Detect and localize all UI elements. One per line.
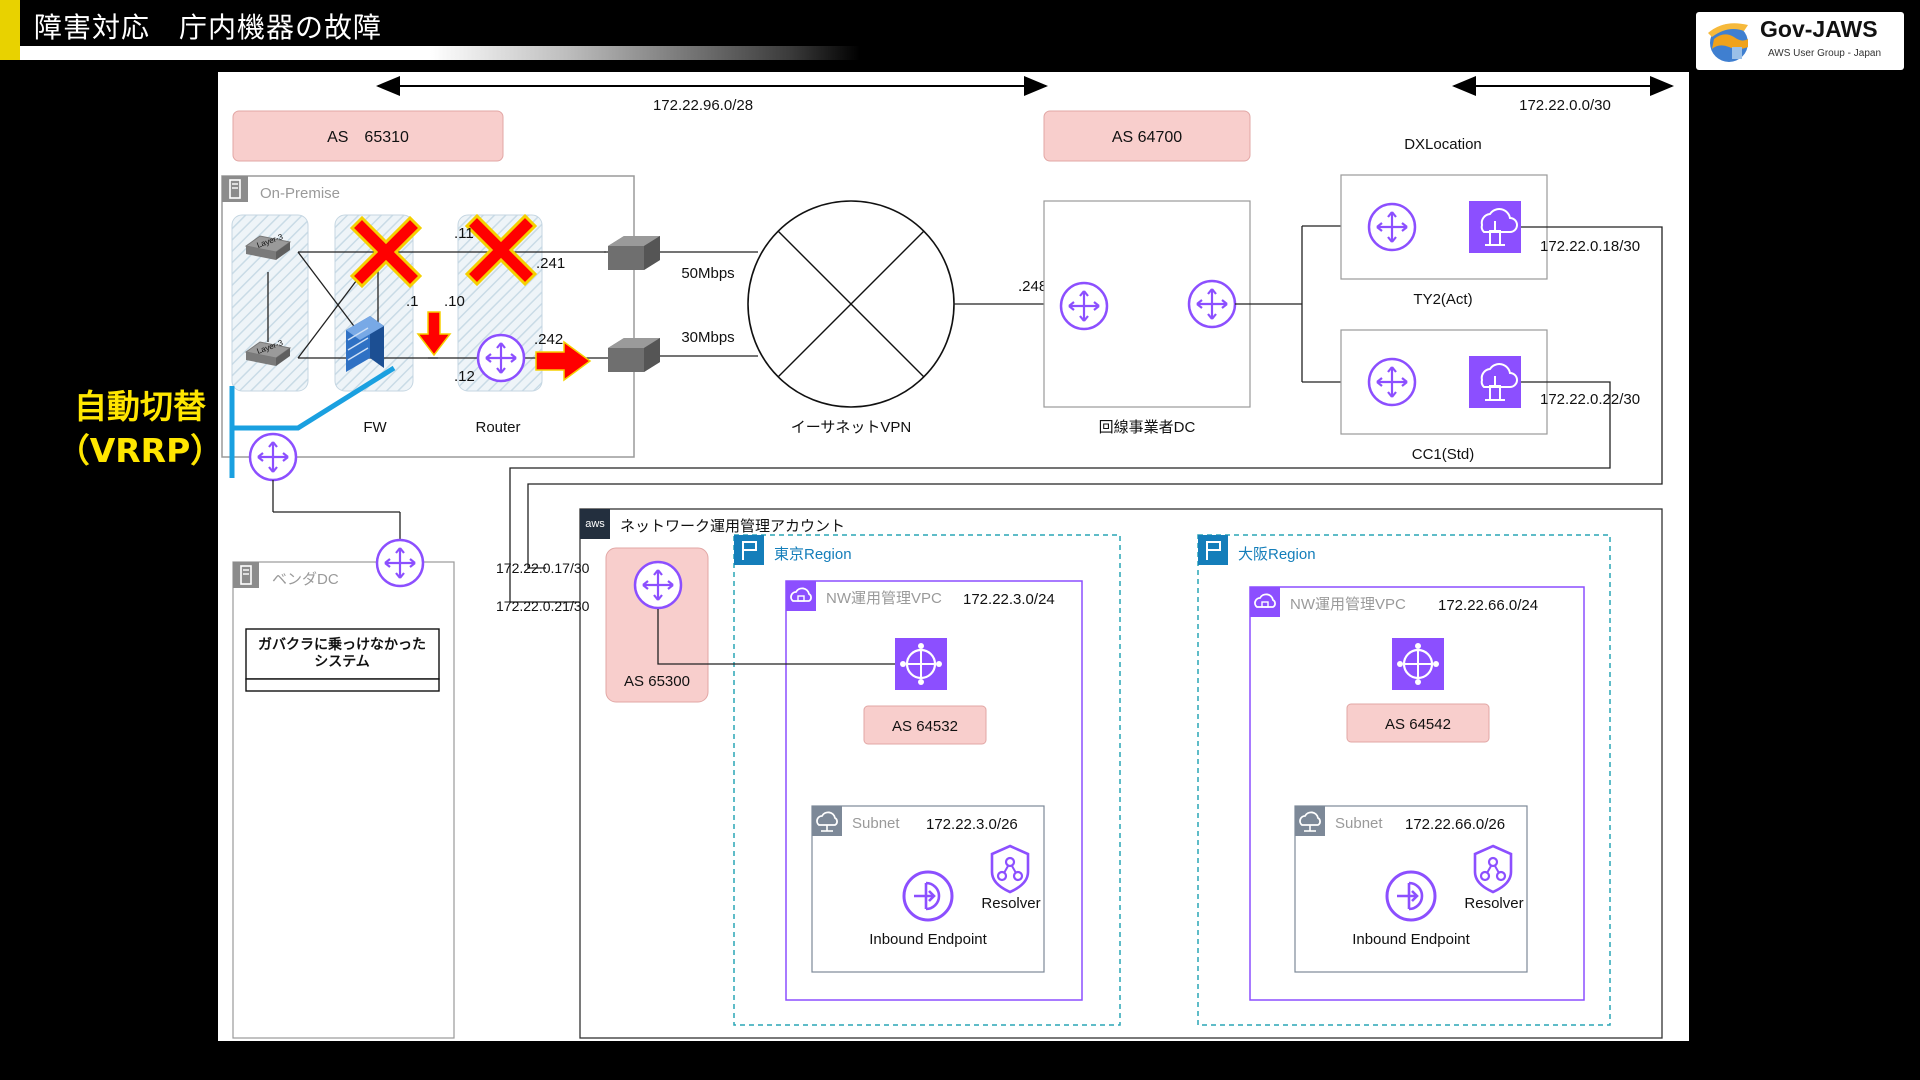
dx-cc1-label: CC1(Std) [1412, 446, 1475, 463]
as-carrier-label: AS 64700 [1112, 129, 1182, 146]
callout-line-1: 自動切替 [74, 387, 206, 426]
globe-logo-icon [1708, 23, 1748, 62]
header-background [20, 0, 860, 46]
carrier-dc-label: 回線事業者DC [1099, 419, 1196, 436]
failover-right-arrow-icon [535, 340, 592, 382]
as-carrier-box [1043, 110, 1251, 162]
gov-jaws-logo: Gov-JAWS AWS User Group - Japan [1696, 12, 1904, 70]
vendor-dc-title: ベンダDC [272, 571, 339, 588]
dx-ty2-ip-label: 172.22.0.18/30 [1540, 238, 1640, 255]
ip-1-label: .1 [406, 293, 419, 310]
ethernet-vpn-label: イーサネットVPN [791, 419, 912, 436]
osaka-endpoint-label: Inbound Endpoint [1352, 931, 1470, 948]
router-label: Router [475, 419, 520, 436]
legacy-system-line: システム [314, 653, 370, 669]
as-onprem-box [232, 110, 504, 162]
ethernet-vpn-cloud [747, 200, 955, 408]
legacy-system-footer [245, 678, 440, 692]
vrrp-callout: 自動切替 （VRRP） [55, 385, 225, 473]
fw-label: FW [363, 419, 387, 436]
onprem-server-icon [221, 175, 249, 203]
header-accent-bar [0, 0, 20, 60]
bandwidth-50-label: 50Mbps [681, 265, 734, 282]
osaka-as-label: AS 64542 [1385, 716, 1451, 733]
osaka-vpc-box [1249, 586, 1585, 1001]
vrrp-failover-line [229, 365, 396, 478]
dx-subnet-label: 172.22.0.0/30 [1519, 97, 1611, 114]
logo-name: Gov-JAWS [1760, 16, 1878, 42]
carrier-router-1-icon [1059, 281, 1109, 331]
onprem-title: On-Premise [260, 185, 340, 202]
carrier-router-2-icon [1187, 279, 1237, 329]
tokyo-vpc-cidr: 172.22.3.0/24 [963, 591, 1055, 608]
network-diagram: 172.22.96.0/28 172.22.0.0/30 AS 65310 AS… [221, 76, 1674, 1039]
vendor-router-icon [375, 538, 425, 588]
tokyo-resolver-label: Resolver [981, 895, 1040, 912]
tokyo-vpc-box [785, 580, 1083, 1001]
tokyo-subnet-title: Subnet [852, 815, 900, 832]
tokyo-vpc-icon [785, 580, 817, 612]
bandwidth-30-label: 30Mbps [681, 329, 734, 346]
osaka-subnet-icon [1294, 805, 1326, 837]
tokyo-region-title: 東京Region [774, 546, 852, 563]
osaka-region-flag-icon [1197, 534, 1229, 566]
aws-edge-as-label: AS 65300 [624, 673, 690, 690]
ip-12-label: .12 [454, 368, 475, 385]
osaka-resolver-label: Resolver [1464, 895, 1523, 912]
osaka-vpc-cidr: 172.22.66.0/24 [1438, 597, 1538, 614]
dx-ty2-router-icon [1367, 202, 1417, 252]
dx-ty2-directconnect-icon [1468, 200, 1522, 254]
legacy-system-box [245, 628, 440, 680]
dx-to-aws-links [509, 226, 1663, 603]
l3-switch-group [231, 214, 309, 392]
osaka-as-box [1346, 703, 1490, 743]
dx-cc1-directconnect-icon [1468, 355, 1522, 409]
callout-line-2: （VRRP） [56, 431, 224, 470]
osaka-vpc-icon [1249, 586, 1281, 618]
dx-ty2-label: TY2(Act) [1413, 291, 1472, 308]
edge-to-tokyo-tgw-link [657, 609, 918, 665]
aws-account-title: ネットワーク運用管理アカウント [620, 518, 845, 535]
vpn-subnet-label: 172.22.96.0/28 [653, 97, 753, 114]
ip-241-label: .241 [536, 255, 565, 272]
osaka-subnet-cidr: 172.22.66.0/26 [1405, 816, 1505, 833]
tokyo-transit-gateway-icon [893, 636, 949, 692]
aws-ip-21-label: 172.22.0.21/30 [496, 598, 590, 614]
tokyo-region-flag-icon [733, 534, 765, 566]
ip-11-label: .11 [454, 225, 474, 242]
aws-logo-text: aws [585, 518, 605, 530]
tokyo-endpoint-label: Inbound Endpoint [869, 931, 987, 948]
as-onprem-label: AS 65310 [327, 129, 409, 146]
page-title: 障害対応 庁内機器の故障 [34, 11, 383, 44]
dx-cc1-ip-label: 172.22.0.22/30 [1540, 391, 1640, 408]
dx-location-title: DXLocation [1404, 136, 1482, 153]
aws-edge-router-icon [633, 560, 683, 610]
tokyo-subnet-icon [811, 805, 843, 837]
onprem-router-icon [476, 333, 526, 383]
osaka-region-title: 大阪Region [1238, 546, 1316, 563]
tokyo-as-label: AS 64532 [892, 718, 958, 735]
ip-10-label: .10 [444, 293, 465, 310]
diagram-canvas: 172.22.96.0/28 172.22.0.0/30 AS 65310 AS… [218, 72, 1689, 1041]
aws-ip-17-label: 172.22.0.17/30 [496, 560, 590, 576]
tokyo-vpc-title: NW運用管理VPC [826, 590, 942, 607]
aws-logo-badge [580, 509, 610, 539]
failover-down-arrow-icon [416, 311, 452, 357]
osaka-vpc-title: NW運用管理VPC [1290, 596, 1406, 613]
vendor-server-icon [232, 561, 260, 589]
osaka-subnet-title: Subnet [1335, 815, 1383, 832]
ip-248-label: .248 [1018, 278, 1047, 295]
legacy-system-label: ガバクラに乗っけなかったシステム [258, 636, 426, 669]
tokyo-as-box [863, 705, 987, 745]
tokyo-subnet-cidr: 172.22.3.0/26 [926, 816, 1018, 833]
dx-cc1-router-icon [1367, 357, 1417, 407]
osaka-transit-gateway-icon [1390, 636, 1446, 692]
tokyo-region-box [733, 534, 1121, 1026]
firewall-icon [346, 316, 384, 372]
osaka-region-box [1197, 534, 1611, 1026]
ip-242-label: .242 [534, 331, 563, 348]
logo-subtitle: AWS User Group - Japan [1768, 48, 1882, 59]
vrrp-router-icon [248, 432, 298, 482]
legacy-system-line: ガバクラに乗っけなかった [258, 636, 426, 652]
